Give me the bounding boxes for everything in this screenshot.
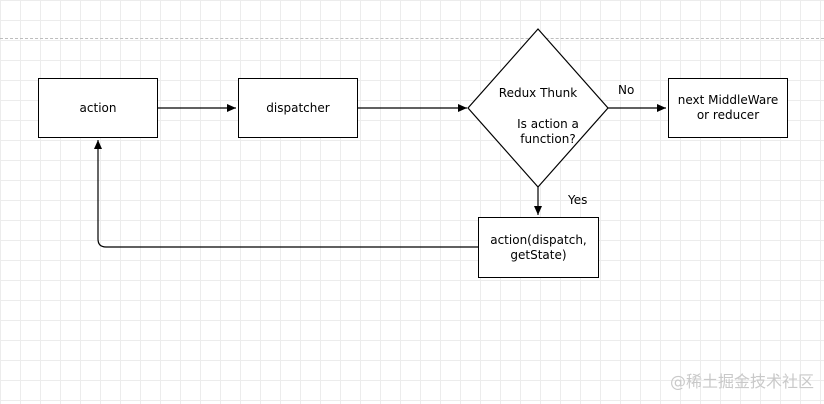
call-action-node: action(dispatch, getState) bbox=[478, 217, 599, 278]
action-node: action bbox=[38, 78, 158, 138]
page-divider bbox=[0, 38, 824, 39]
decision-question: Is action a function? bbox=[517, 117, 579, 146]
dispatcher-node: dispatcher bbox=[238, 78, 358, 138]
next-middleware-node: next MiddleWare or reducer bbox=[668, 78, 788, 138]
decision-title: Redux Thunk bbox=[498, 86, 578, 100]
edge-label-no: No bbox=[618, 83, 635, 97]
edge-call-back-to-action bbox=[94, 140, 478, 248]
edge-label-yes: Yes bbox=[568, 193, 588, 207]
decision-diamond bbox=[467, 28, 609, 188]
watermark: @稀土掘金技术社区 bbox=[669, 372, 814, 391]
